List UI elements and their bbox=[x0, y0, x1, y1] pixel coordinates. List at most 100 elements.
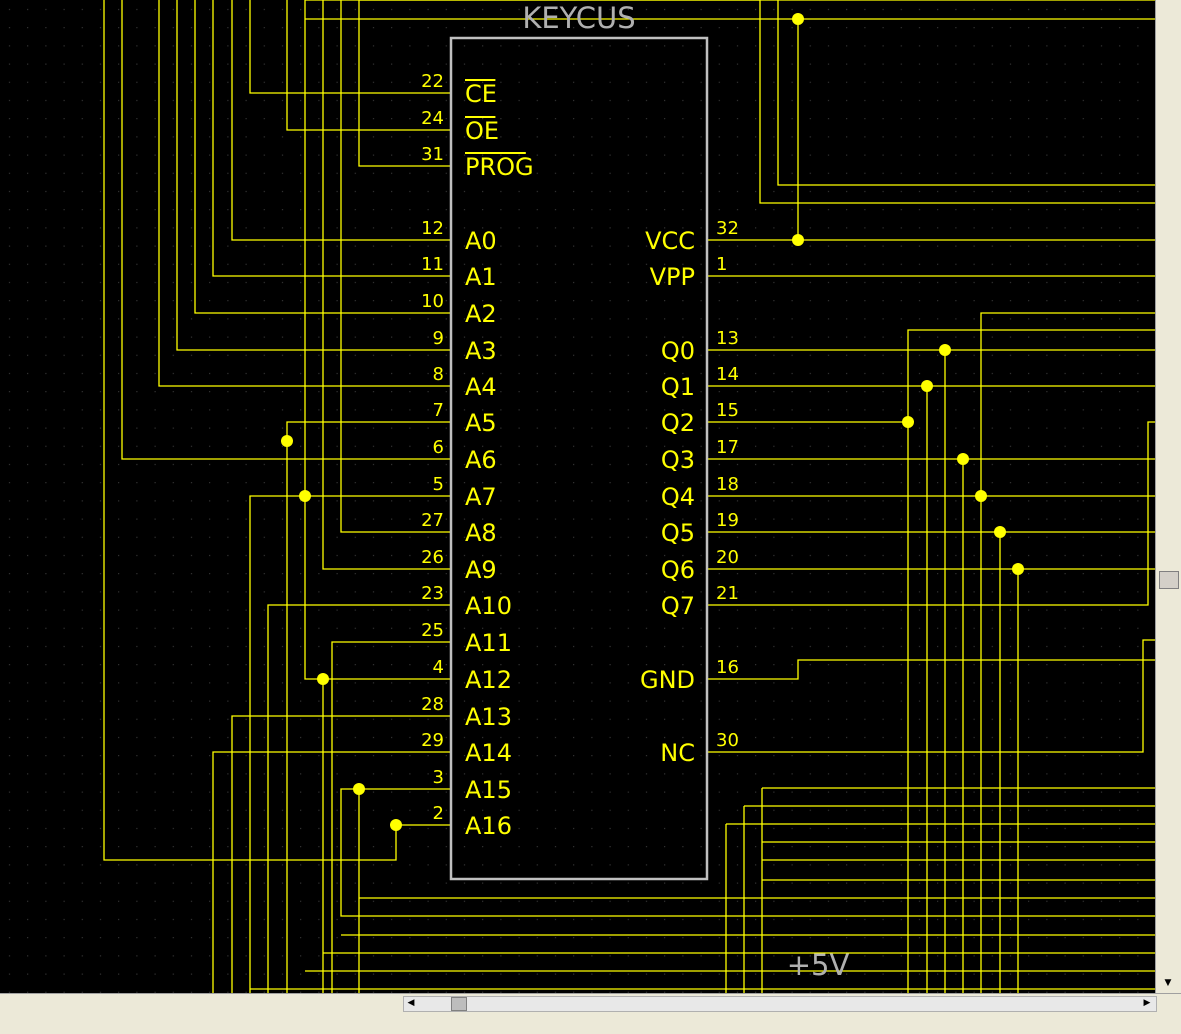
junction-dot bbox=[281, 435, 293, 447]
pin-label: GND bbox=[640, 666, 695, 694]
pin-number: 31 bbox=[421, 144, 444, 165]
junction-dot bbox=[957, 453, 969, 465]
pin-label: A6 bbox=[465, 446, 497, 474]
pin-number: 16 bbox=[716, 657, 739, 678]
wire bbox=[231, 0, 415, 241]
pin-number: 24 bbox=[421, 108, 444, 129]
pin-label: A2 bbox=[465, 300, 497, 328]
pin-label: A0 bbox=[465, 227, 497, 255]
pin-label: A7 bbox=[465, 483, 497, 511]
pin-number: 8 bbox=[433, 364, 444, 385]
wire bbox=[759, 0, 1155, 204]
wire bbox=[231, 715, 415, 993]
pin-label: OE bbox=[465, 117, 499, 145]
pin-number: 22 bbox=[421, 71, 444, 92]
vertical-scrollbar[interactable]: ▼ bbox=[1155, 0, 1181, 993]
pin-label: VPP bbox=[650, 263, 695, 291]
pin-number: 14 bbox=[716, 364, 739, 385]
ic-body[interactable] bbox=[449, 36, 709, 881]
pin-label: Q3 bbox=[661, 446, 695, 474]
wire bbox=[212, 0, 415, 277]
wire bbox=[358, 0, 760, 167]
wire bbox=[176, 0, 415, 351]
pin-label: A13 bbox=[465, 703, 512, 731]
pin-label: A14 bbox=[465, 739, 512, 767]
junction-dot bbox=[939, 344, 951, 356]
horizontal-scrollbar[interactable]: ◀ ▶ bbox=[0, 993, 1181, 1034]
pin-label: Q2 bbox=[661, 409, 695, 437]
pin-label: PROG bbox=[465, 153, 534, 181]
wire bbox=[286, 421, 415, 993]
wire bbox=[340, 0, 415, 533]
junction-dot bbox=[902, 416, 914, 428]
pin-number: 10 bbox=[421, 291, 444, 312]
power-label: +5V bbox=[787, 948, 850, 982]
pin-number: 15 bbox=[716, 400, 739, 421]
pin-number: 5 bbox=[433, 474, 444, 495]
pin-number: 7 bbox=[433, 400, 444, 421]
pin-label: A10 bbox=[465, 592, 512, 620]
pin-number: 6 bbox=[433, 437, 444, 458]
wire bbox=[980, 312, 1155, 496]
pin-label: A9 bbox=[465, 556, 497, 584]
pin-number: 19 bbox=[716, 510, 739, 531]
pin-number: 25 bbox=[421, 620, 444, 641]
pin-label: A8 bbox=[465, 519, 497, 547]
pin-number: 26 bbox=[421, 547, 444, 568]
pin-label: A1 bbox=[465, 263, 497, 291]
wire bbox=[212, 751, 415, 993]
pin-number: 13 bbox=[716, 328, 739, 349]
pin-label: A12 bbox=[465, 666, 512, 694]
pin-label: A11 bbox=[465, 629, 512, 657]
pin-label: A4 bbox=[465, 373, 497, 401]
wire bbox=[286, 0, 415, 131]
pin-label: Q1 bbox=[661, 373, 695, 401]
wire bbox=[777, 0, 1155, 186]
wire bbox=[907, 329, 1155, 422]
pin-number: 12 bbox=[421, 218, 444, 239]
vertical-scroll-thumb[interactable] bbox=[1159, 571, 1179, 589]
pin-number: 17 bbox=[716, 437, 739, 458]
component-name: KEYCUS bbox=[522, 1, 635, 35]
wire bbox=[743, 659, 1155, 680]
pin-number: 21 bbox=[716, 583, 739, 604]
pin-number: 27 bbox=[421, 510, 444, 531]
scroll-right-arrow-icon[interactable]: ▶ bbox=[1143, 998, 1151, 1008]
wire bbox=[340, 788, 1155, 917]
wire bbox=[194, 0, 415, 314]
pin-number: 30 bbox=[716, 730, 739, 751]
pin-number: 4 bbox=[433, 657, 444, 678]
junction-dot bbox=[390, 819, 402, 831]
wire bbox=[103, 0, 415, 861]
junction-dot bbox=[299, 490, 311, 502]
wire bbox=[158, 0, 415, 387]
pin-label: VCC bbox=[645, 227, 695, 255]
pin-number: 23 bbox=[421, 583, 444, 604]
pin-label: NC bbox=[660, 739, 695, 767]
pin-label: A16 bbox=[465, 812, 512, 840]
horizontal-scroll-thumb[interactable] bbox=[451, 997, 467, 1011]
horizontal-scroll-track[interactable] bbox=[403, 996, 1157, 1012]
pin-number: 18 bbox=[716, 474, 739, 495]
pin-label: Q4 bbox=[661, 483, 695, 511]
scroll-left-arrow-icon[interactable]: ◀ bbox=[407, 998, 415, 1008]
wire bbox=[331, 641, 415, 993]
wire bbox=[267, 604, 415, 993]
pin-number: 29 bbox=[421, 730, 444, 751]
pin-label: A3 bbox=[465, 337, 497, 365]
pin-label: Q6 bbox=[661, 556, 695, 584]
pin-label: A5 bbox=[465, 409, 497, 437]
scroll-down-arrow-icon[interactable]: ▼ bbox=[1164, 978, 1172, 988]
pin-number: 11 bbox=[421, 254, 444, 275]
pin-number: 20 bbox=[716, 547, 739, 568]
junction-dot bbox=[792, 234, 804, 246]
wire-group bbox=[103, 0, 1155, 993]
junction-dot bbox=[921, 380, 933, 392]
junction-group bbox=[281, 13, 1024, 831]
wire bbox=[743, 639, 1155, 753]
junction-dot bbox=[317, 673, 329, 685]
pin-number: 28 bbox=[421, 694, 444, 715]
